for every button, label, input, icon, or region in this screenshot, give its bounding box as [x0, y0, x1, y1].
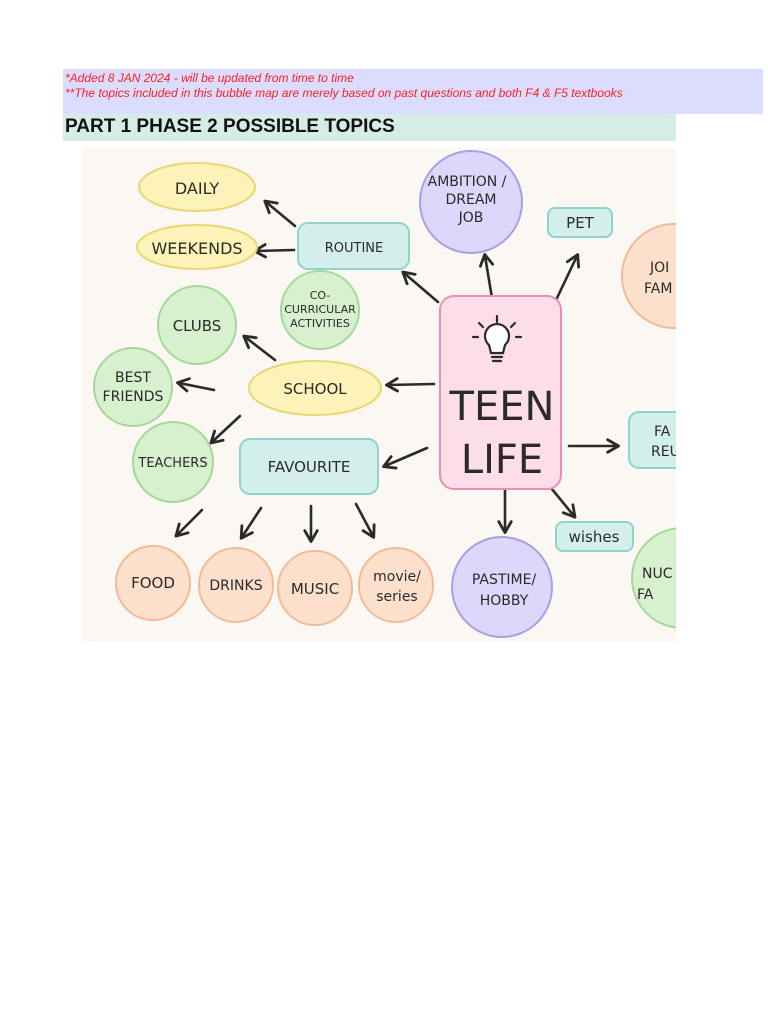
node-family-reunion-label-line2: REU [651, 444, 676, 460]
arrow-to-favourite [382, 446, 429, 470]
center-node-teen-life: TEEN LIFE [439, 295, 562, 490]
node-movie-series: movie/ series [358, 547, 434, 623]
node-ambition-label-line1: AMBITION / [428, 174, 507, 190]
arrow-to-movie [354, 502, 376, 539]
arrow-to-pet [555, 253, 581, 300]
node-daily: DAILY [138, 162, 256, 212]
node-teachers: TEACHERS [132, 421, 214, 503]
node-clubs: CLUBS [157, 285, 237, 365]
node-join-family-label-line1: JOI [649, 260, 669, 276]
arrow-to-school [385, 377, 436, 393]
node-food: FOOD [115, 545, 191, 621]
node-movie-series-label-line2: series [376, 589, 417, 605]
node-pastime-hobby-label-line1: PASTIME/ [472, 572, 537, 588]
node-best-friends-label-line2: FRIENDS [103, 389, 164, 405]
arrow-to-routine [401, 270, 440, 304]
node-daily-label: DAILY [175, 179, 219, 198]
node-drinks: DRINKS [198, 547, 274, 623]
node-ambition-label-line3: JOB [458, 210, 484, 226]
node-clubs-label: CLUBS [173, 317, 222, 335]
node-routine-label: ROUTINE [325, 241, 384, 256]
node-movie-series-label-line1: movie/ [373, 569, 421, 585]
arrow-to-daily [263, 199, 297, 228]
bubble-map: TEEN LIFE DAILY WEEKENDS ROUTINE AMBITIO… [93, 150, 676, 638]
arrow-to-best-friends [176, 377, 216, 393]
node-best-friends: BEST FRIENDS [93, 347, 173, 427]
node-weekends: WEEKENDS [136, 224, 258, 270]
node-school: SCHOOL [248, 360, 382, 416]
arrow-to-weekends [253, 243, 296, 259]
node-join-family: JOI FAM [621, 223, 676, 329]
node-food-label: FOOD [131, 574, 175, 592]
node-best-friends-label-line1: BEST [115, 370, 151, 386]
arrows [174, 199, 620, 543]
node-family-reunion-label-line1: FA [654, 424, 671, 440]
node-nuclear-family: NUC FA [631, 527, 676, 629]
node-pastime-hobby-label-line2: HOBBY [480, 593, 529, 609]
arrow-to-ambition [478, 253, 495, 300]
note-added-date: *Added 8 JAN 2024 - will be updated from… [65, 71, 354, 85]
arrow-to-clubs [242, 334, 277, 362]
node-routine: ROUTINE [297, 222, 410, 270]
node-drinks-label: DRINKS [209, 578, 262, 594]
node-co-curricular-label-line3: ACTIVITIES [290, 317, 350, 330]
node-music-label: MUSIC [291, 580, 339, 598]
bubble-map-image: TEEN LIFE DAILY WEEKENDS ROUTINE AMBITIO… [82, 148, 676, 642]
node-ambition-label-line2: DREAM [445, 192, 496, 208]
node-wishes: wishes [555, 521, 634, 552]
arrow-to-teachers [209, 414, 242, 445]
node-family-reunion: FA REU [628, 411, 676, 469]
center-label-line1: TEEN [449, 384, 555, 430]
node-wishes-label: wishes [569, 528, 620, 546]
node-weekends-label: WEEKENDS [151, 239, 242, 258]
node-co-curricular-label-line2: CURRICULAR [284, 303, 356, 316]
title-banner [63, 114, 676, 141]
note-topics-source: **The topics included in this bubble map… [65, 86, 623, 100]
node-co-curricular: CO- CURRICULAR ACTIVITIES [280, 270, 360, 350]
node-teachers-label: TEACHERS [137, 456, 207, 471]
node-school-label: SCHOOL [283, 380, 347, 398]
node-nuclear-family-label-line2: FA [637, 587, 654, 603]
center-label-line2: LIFE [461, 437, 543, 483]
page-title: PART 1 PHASE 2 POSSIBLE TOPICS [65, 116, 395, 137]
lightbulb-icon [471, 314, 523, 363]
arrow-to-food [174, 508, 204, 538]
node-favourite-label: FAVOURITE [268, 458, 351, 476]
node-ambition: AMBITION / DREAM JOB [419, 150, 523, 254]
node-pet: PET [547, 207, 613, 238]
node-co-curricular-label-line1: CO- [310, 289, 331, 302]
node-favourite: FAVOURITE [239, 438, 379, 495]
node-pastime-hobby: PASTIME/ HOBBY [451, 536, 553, 638]
notes-banner [63, 69, 763, 114]
node-join-family-label-line2: FAM [644, 281, 672, 297]
arrow-to-drinks [239, 506, 263, 540]
node-music: MUSIC [277, 550, 353, 626]
node-pet-label: PET [566, 214, 595, 232]
node-nuclear-family-label-line1: NUC [642, 566, 673, 582]
